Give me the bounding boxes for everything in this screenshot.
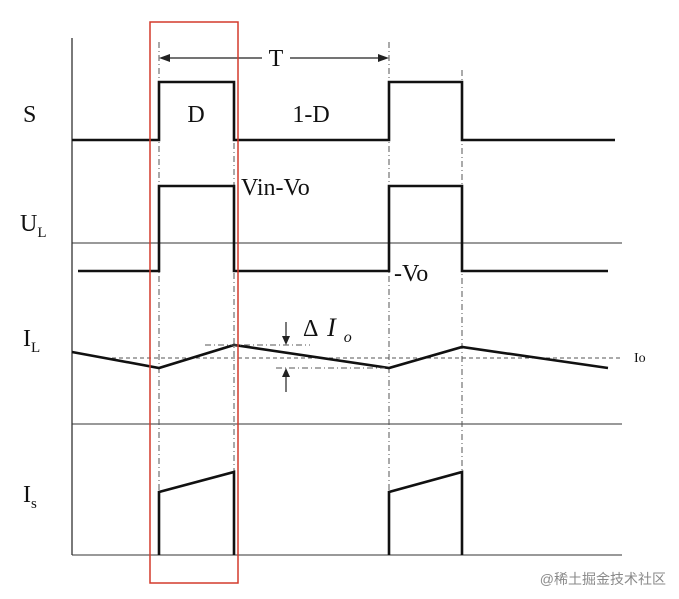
switch-current-waveform	[157, 470, 236, 555]
inductor-current-waveform	[71, 343, 609, 370]
period-label: T	[269, 46, 284, 72]
trace-label-s: S	[23, 102, 36, 128]
on-voltage-label: Vin-Vo	[241, 175, 310, 201]
off-voltage-label: -Vo	[394, 261, 428, 287]
ripple-arrow-top	[282, 322, 290, 345]
watermark: @稀土掘金技术社区	[540, 571, 666, 587]
trace-label-ul: UL	[20, 211, 47, 241]
switch-waveform	[72, 80, 615, 142]
trace-label-is: Is	[23, 482, 37, 512]
ripple-arrow-bottom	[282, 368, 290, 392]
duty-highlight-box	[149, 21, 239, 584]
off-duty-label: 1-D	[292, 102, 329, 128]
average-current-label: Io	[634, 351, 646, 366]
trace-label-il: IL	[23, 326, 40, 356]
ripple-label: Δ I o	[303, 313, 352, 346]
switch-current-waveform-2	[387, 470, 464, 555]
inductor-voltage-waveform	[78, 184, 608, 273]
duty-label: D	[187, 102, 204, 128]
